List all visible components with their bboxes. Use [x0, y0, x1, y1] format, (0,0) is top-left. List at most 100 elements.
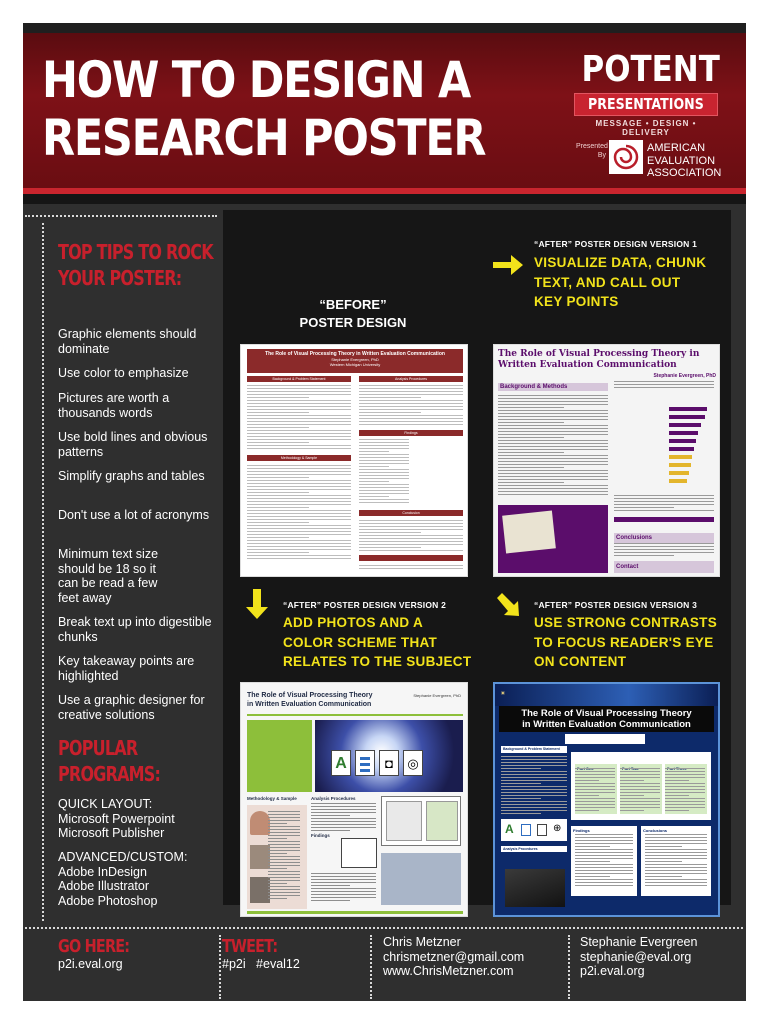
thumbnail-text-line — [498, 434, 608, 435]
thumbnail-text-line — [575, 885, 633, 886]
contact-chris: Chris Metzner chrismetzner@gmail.com www… — [383, 935, 524, 979]
thumbnail-text-line — [498, 404, 608, 405]
thumbnail-text-line — [247, 501, 351, 502]
thumbnail-text-line — [575, 864, 633, 865]
contact-website[interactable]: www.ChrisMetzner.com — [383, 964, 514, 978]
thumbnail-text-line — [614, 546, 714, 547]
quick-layout-heading: QUICK LAYOUT: — [58, 797, 153, 811]
thumbnail-text-line — [268, 856, 300, 857]
thumbnail-text-line — [311, 815, 350, 816]
version-2-poster-thumbnail: The Role of Visual Processing Theory in … — [240, 682, 468, 917]
thumbnail-text-line — [645, 873, 707, 874]
person-photo — [250, 845, 270, 869]
thumbnail-text-line — [575, 876, 610, 877]
contact-email[interactable]: chrismetzner@gmail.com — [383, 949, 525, 964]
thumbnail-text-line — [359, 448, 409, 449]
thumbnail-text-line — [247, 471, 351, 472]
thumbnail-text-line — [614, 555, 674, 556]
thumbnail-text-line — [268, 844, 300, 845]
thumbnail-text-line — [575, 774, 615, 775]
thumbnail-text-line — [575, 843, 633, 844]
thumbnail-text-line — [665, 801, 705, 802]
thumbnail-text-line — [501, 813, 541, 814]
thumbnail-text-line — [359, 397, 422, 398]
thumbnail-text-line — [268, 829, 300, 830]
version-2-description: ADD PHOTOS AND A COLOR SCHEME THAT RELAT… — [283, 613, 471, 672]
thumbnail-text-line — [311, 812, 376, 813]
thumbnail-text-line — [359, 415, 463, 416]
tip-item: Don't use a lot of acronyms — [58, 508, 210, 522]
thumbnail-text-line — [665, 807, 705, 808]
thumbnail-text-line — [498, 401, 608, 402]
thumbnail-text-line — [359, 568, 463, 569]
thumbnail-text-line — [247, 415, 351, 416]
thumbnail-text-line — [575, 837, 633, 838]
thumbnail-text-line — [575, 771, 615, 772]
thumbnail-text-line — [247, 442, 310, 443]
v1-chart-bar — [669, 463, 691, 467]
thumbnail-text-line — [359, 532, 422, 533]
advanced-list: ADVANCED/CUSTOM: Adobe InDesign Adobe Il… — [58, 850, 218, 908]
tweet-hashtags[interactable]: #p2i #eval12 — [222, 957, 300, 971]
thumbnail-text-line — [645, 876, 683, 877]
tip-item: Key takeaway points are highlighted — [58, 654, 195, 683]
thumbnail-text-line — [645, 882, 707, 883]
logo-presentations-bar: PRESENTATIONS — [574, 93, 718, 116]
quick-layout-list: QUICK LAYOUT: Microsoft Powerpoint Micro… — [58, 797, 218, 841]
footer-dotted-divider — [370, 935, 372, 999]
thumbnail-text-line — [247, 391, 351, 392]
thumbnail-text-line — [501, 783, 541, 784]
thumbnail-text-line — [247, 445, 351, 446]
thumbnail-text-line — [501, 786, 567, 787]
version-1-description: VISUALIZE DATA, CHUNK TEXT, AND CALL OUT… — [534, 253, 706, 312]
before-thumb-univ: Western Michigan University — [329, 362, 381, 367]
contact-website[interactable]: p2i.eval.org — [580, 964, 645, 978]
thumbnail-text-line — [247, 540, 351, 541]
thumbnail-text-line — [665, 777, 705, 778]
v1-chart-bar — [669, 439, 696, 443]
camera-icon: ◘ — [379, 750, 399, 776]
thumbnail-text-line — [575, 795, 599, 796]
thumbnail-text-line — [665, 798, 705, 799]
v1-chart-bar — [669, 431, 698, 435]
before-label: “BEFORE” POSTER DESIGN — [240, 296, 466, 332]
v1-chart-bar — [669, 471, 689, 475]
thumbnail-text-line — [268, 865, 300, 866]
go-here-url[interactable]: p2i.eval.org — [58, 957, 123, 971]
aea-swirl-icon — [609, 140, 643, 174]
v2-thumb-author: Stephanie Evergreen, PhD — [413, 693, 461, 698]
thumbnail-text-line — [268, 847, 300, 848]
sidebar-dotted-divider — [42, 223, 44, 921]
thumbnail-text-line — [665, 804, 705, 805]
thumbnail-text-line — [498, 425, 608, 426]
thumbnail-text-line — [359, 565, 463, 566]
thumbnail-text-line — [247, 531, 351, 532]
thumbnail-text-line — [645, 843, 707, 844]
thumbnail-text-line — [247, 474, 351, 475]
thumbnail-text-line — [247, 537, 310, 538]
thumbnail-text-line — [665, 792, 705, 793]
thumbnail-text-line — [614, 498, 714, 499]
thumbnail-text-line — [498, 476, 608, 477]
before-contact-bar — [359, 555, 463, 561]
footer-dotted-divider — [219, 935, 221, 999]
thumbnail-text-line — [645, 864, 707, 865]
v3-author-box — [565, 734, 645, 744]
contact-email[interactable]: stephanie@eval.org — [580, 949, 692, 964]
comparison-panel: “BEFORE” POSTER DESIGN “AFTER” POSTER DE… — [223, 210, 731, 917]
research-poster-infographic: HOW TO DESIGN A RESEARCH POSTER POTENT P… — [23, 23, 746, 1001]
thumbnail-text-line — [268, 871, 300, 872]
thumbnail-text-line — [498, 491, 608, 492]
thumbnail-text-line — [359, 550, 463, 551]
tip-item: Graphic elements should dominate — [58, 327, 197, 356]
before-poster-thumbnail: The Role of Visual Processing Theory in … — [240, 344, 468, 577]
v2-thumb-analysis: Analysis Procedures — [311, 796, 356, 801]
tip-item: Minimum text size should be 18 so it can… — [58, 547, 159, 605]
thumbnail-text-line — [614, 543, 714, 544]
thumbnail-text-line — [498, 452, 564, 453]
title-line-1: HOW TO DESIGN A — [42, 51, 471, 109]
thumbnail-text-line — [359, 490, 409, 491]
thumbnail-text-line — [268, 874, 300, 875]
v2-blue-block — [381, 853, 461, 905]
advanced-heading: ADVANCED/CUSTOM: — [58, 850, 188, 864]
